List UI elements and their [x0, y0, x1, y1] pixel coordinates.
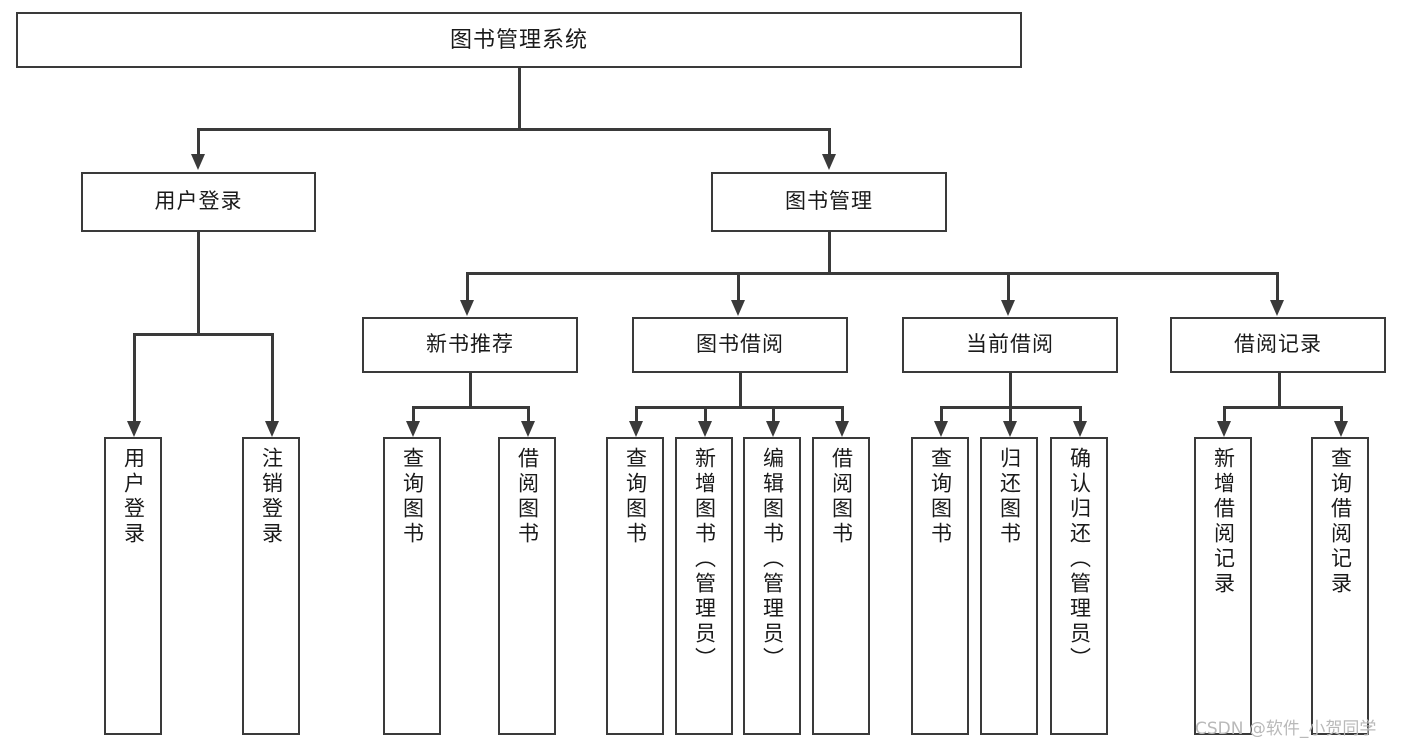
node-new-book-recommend[interactable]: 新书推荐: [362, 317, 578, 373]
arrow-current-borrow: [1001, 300, 1015, 316]
leaf-br-add-record[interactable]: 新增借阅记录: [1194, 437, 1252, 735]
edge-drop-bb-query: [635, 406, 638, 423]
edge-borrow-record-stem: [1278, 373, 1281, 408]
leaf-label: 借阅图书: [829, 447, 853, 547]
arrow-leaf-logout: [265, 421, 279, 437]
node-label: 用户登录: [154, 190, 243, 214]
leaf-cb-return-book[interactable]: 归还图书: [980, 437, 1038, 735]
arrow-book-management: [822, 154, 836, 170]
edge-drop-br-query: [1340, 406, 1343, 423]
edge-drop-book-management: [828, 128, 831, 156]
edge-drop-nb-query: [412, 406, 415, 423]
leaf-bb-query-book[interactable]: 查询图书: [606, 437, 664, 735]
leaf-user-login[interactable]: 用户登录: [104, 437, 162, 735]
leaf-bb-edit-book[interactable]: 编辑图书（管理员）: [743, 437, 801, 735]
edge-drop-user-login: [197, 128, 200, 156]
leaf-label: 编辑图书（管理员）: [760, 447, 784, 672]
edge-drop-bb-edit: [772, 406, 775, 423]
node-label: 借阅记录: [1234, 333, 1322, 357]
edge-drop-cb-query: [940, 406, 943, 423]
edge-level3-bus: [466, 272, 1278, 275]
leaf-label: 确认归还（管理员）: [1067, 447, 1091, 672]
leaf-cb-confirm-return[interactable]: 确认归还（管理员）: [1050, 437, 1108, 735]
leaf-br-query-record[interactable]: 查询借阅记录: [1311, 437, 1369, 735]
edge-drop-book-borrow: [737, 272, 740, 302]
edge-borrow-record-bus: [1223, 406, 1342, 409]
leaf-label: 用户登录: [121, 447, 145, 547]
leaf-label: 新增图书（管理员）: [692, 447, 716, 672]
leaf-nb-query-book[interactable]: 查询图书: [383, 437, 441, 735]
arrow-borrow-record: [1270, 300, 1284, 316]
node-borrow-record[interactable]: 借阅记录: [1170, 317, 1386, 373]
node-label: 当前借阅: [966, 333, 1054, 357]
arrow-bb-borrow-book: [835, 421, 849, 437]
edge-drop-current-borrow: [1007, 272, 1010, 302]
node-label: 图书借阅: [696, 333, 784, 357]
edge-new-book-stem: [469, 373, 472, 408]
leaf-bb-borrow-book[interactable]: 借阅图书: [812, 437, 870, 735]
edge-book-borrow-stem: [739, 373, 742, 408]
arrow-br-query-record: [1334, 421, 1348, 437]
edge-book-borrow-bus: [635, 406, 843, 409]
leaf-label: 借阅图书: [515, 447, 539, 547]
node-label: 图书管理系统: [449, 26, 588, 52]
edge-current-borrow-stem: [1009, 373, 1012, 408]
leaf-label: 新增借阅记录: [1211, 447, 1235, 597]
watermark-text: CSDN @软件_小贺同学: [1195, 719, 1377, 739]
leaf-label: 查询图书: [928, 447, 952, 547]
edge-drop-borrow-record: [1276, 272, 1279, 302]
arrow-bb-query-book: [629, 421, 643, 437]
edge-new-book-bus: [412, 406, 529, 409]
arrow-book-borrow: [731, 300, 745, 316]
edge-book-management-stem: [828, 232, 831, 274]
edge-user-login-stem: [197, 232, 200, 335]
arrow-nb-query-book: [406, 421, 420, 437]
arrow-bb-add-book: [698, 421, 712, 437]
node-book-borrow[interactable]: 图书借阅: [632, 317, 848, 373]
node-label: 图书管理: [785, 190, 873, 214]
edge-drop-cb-return: [1009, 406, 1012, 423]
edge-drop-cb-confirm: [1079, 406, 1082, 423]
node-label: 新书推荐: [426, 333, 514, 357]
leaf-label: 归还图书: [997, 447, 1021, 547]
leaf-label: 查询图书: [623, 447, 647, 547]
arrow-bb-edit-book: [766, 421, 780, 437]
arrow-cb-return-book: [1003, 421, 1017, 437]
leaf-label: 查询图书: [400, 447, 424, 547]
edge-drop-leaf-user-login: [133, 333, 136, 423]
node-book-management[interactable]: 图书管理: [711, 172, 947, 232]
leaf-nb-borrow-book[interactable]: 借阅图书: [498, 437, 556, 735]
arrow-user-login: [191, 154, 205, 170]
leaf-bb-add-book[interactable]: 新增图书（管理员）: [675, 437, 733, 735]
edge-level2-bus: [197, 128, 831, 131]
arrow-leaf-user-login: [127, 421, 141, 437]
edge-drop-leaf-logout: [271, 333, 274, 423]
node-user-login[interactable]: 用户登录: [81, 172, 316, 232]
leaf-label: 注销登录: [259, 447, 283, 547]
node-root-book-management-system[interactable]: 图书管理系统: [16, 12, 1022, 68]
arrow-cb-confirm-return: [1073, 421, 1087, 437]
arrow-cb-query-book: [934, 421, 948, 437]
edge-drop-bb-add: [704, 406, 707, 423]
node-current-borrow[interactable]: 当前借阅: [902, 317, 1118, 373]
leaf-label: 查询借阅记录: [1328, 447, 1352, 597]
edge-drop-new-book: [466, 272, 469, 302]
arrow-new-book-recommend: [460, 300, 474, 316]
edge-drop-br-add: [1223, 406, 1226, 423]
edge-drop-nb-borrow: [527, 406, 530, 423]
edge-root-stem: [518, 68, 521, 130]
edge-user-login-bus: [133, 333, 274, 336]
arrow-nb-borrow-book: [521, 421, 535, 437]
arrow-br-add-record: [1217, 421, 1231, 437]
leaf-logout[interactable]: 注销登录: [242, 437, 300, 735]
edge-drop-bb-borrow: [841, 406, 844, 423]
leaf-cb-query-book[interactable]: 查询图书: [911, 437, 969, 735]
